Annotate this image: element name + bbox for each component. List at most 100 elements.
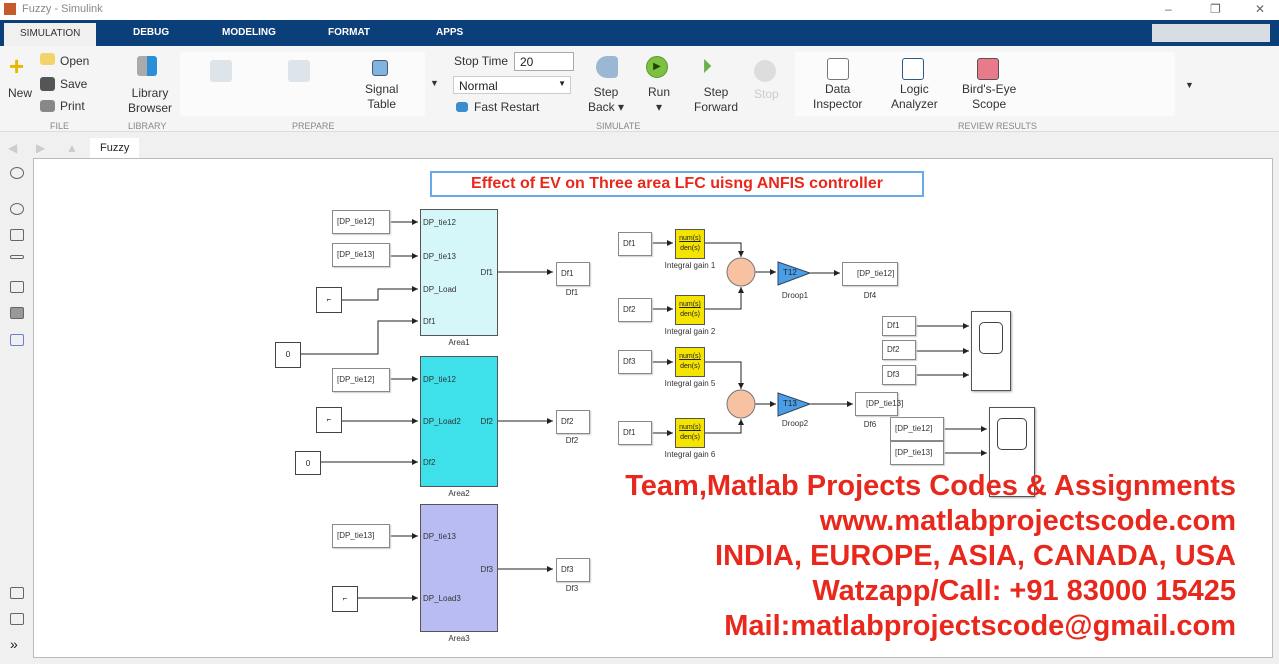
sum-block-1 [726,257,756,287]
add-generator-icon[interactable] [288,60,310,82]
print-icon [40,100,55,112]
fit-to-view-icon[interactable] [10,229,24,241]
fast-restart-button[interactable]: Fast Restart [474,100,540,114]
tab-modeling[interactable]: MODELING [222,27,276,38]
expand-icon[interactable]: » [10,636,18,652]
port-label: DP_Load3 [423,594,461,603]
from-dp-tie13[interactable]: [DP_tie13] [890,441,944,465]
constant-block[interactable]: 0 [295,451,321,475]
run-button[interactable]: Run▾ [648,85,671,114]
image-icon[interactable] [10,307,24,319]
up-icon[interactable]: ▲ [66,141,78,155]
window-title: Fuzzy - Simulink [22,3,103,15]
simulink-logo-icon [4,3,16,15]
stop-button[interactable]: Stop [754,87,779,101]
transfer-fcn-1[interactable]: num(s)den(s) [675,229,705,259]
from-dp-tie12[interactable]: [DP_tie12] [332,210,390,234]
transfer-fcn-5[interactable]: num(s)den(s) [675,347,705,377]
goto-dp-tie13[interactable]: [DP_tie13] [855,392,903,416]
area1-subsystem[interactable]: DP_tie12 DP_tie13 DP_Load Df1 Df1 [420,209,498,336]
review-expand-icon[interactable]: ▼ [1185,80,1194,90]
tf-den: den(s) [680,434,700,441]
from-dp-tie12[interactable]: [DP_tie12] [890,417,944,441]
run-label: Run [648,85,671,99]
stop-time-input[interactable]: 20 [514,52,574,71]
from-df2[interactable]: Df2 [882,340,916,360]
step-block[interactable]: ⌐ [316,407,342,433]
from-dp-tie13[interactable]: [DP_tie13] [332,524,390,548]
watermark-line: Mail:matlabprojectscode@gmail.com [724,610,1236,642]
constant-block[interactable]: 0 [275,342,301,368]
from-df3[interactable]: Df3 [882,365,916,385]
add-viewer-icon[interactable] [210,60,232,82]
prepare-expand-icon[interactable]: ▼ [430,78,439,88]
from-dp-tie13[interactable]: [DP_tie13] [332,243,390,267]
model-browser-icon[interactable] [10,613,24,625]
goto-df2[interactable]: Df2 [556,410,590,434]
goto-df1[interactable]: Df1 [556,262,590,286]
area-icon[interactable] [10,334,24,346]
new-icon: + [9,51,25,81]
from-df3[interactable]: Df3 [618,350,652,374]
step-block[interactable]: ⌐ [316,287,342,313]
droop1-gain [777,261,812,286]
scope-1[interactable] [971,311,1011,391]
screenshot-icon[interactable] [10,587,24,599]
droop2-label: Droop2 [781,419,809,428]
area2-subsystem[interactable]: DP_tie12 DP_Load2 Df2 Df2 [420,356,498,487]
simulation-mode-select[interactable]: Normal▼ [453,76,571,94]
tab-apps[interactable]: APPS [436,27,464,38]
from-dp-tie12[interactable]: [DP_tie12] [332,368,390,392]
library-label-1: Library [131,86,169,100]
goto-df3[interactable]: Df3 [556,558,590,582]
new-button[interactable]: New [8,86,33,100]
droop1-value: T12 [783,268,797,277]
maximize-button[interactable]: ❐ [1210,2,1221,16]
minimize-button[interactable]: – [1165,2,1172,16]
transfer-fcn-2[interactable]: num(s)den(s) [675,295,705,325]
scope-2[interactable] [989,407,1035,497]
tf-den: den(s) [680,311,700,318]
di-label-1: Data [825,82,851,96]
back-icon[interactable]: ◀ [8,141,18,155]
diagram-title[interactable]: Effect of EV on Three area LFC uisng ANF… [430,171,924,197]
arrow-icon[interactable] [10,255,24,259]
tab-simulation[interactable]: SIMULATION [4,23,97,46]
hide-show-explorer-icon[interactable] [10,167,24,179]
watermark-line: Team,Matlab Projects Codes & Assignments [625,470,1236,502]
model-canvas[interactable] [33,158,1273,658]
step-back-icon [596,56,618,78]
quick-access-toolbar[interactable] [1152,24,1270,42]
breadcrumb-fuzzy[interactable]: Fuzzy [90,138,140,158]
annotation-icon[interactable] [10,281,24,293]
port-label: Df1 [480,268,493,277]
from-df1[interactable]: Df1 [618,421,652,445]
goto-dp-tie12[interactable]: [DP_tie12] [842,262,898,286]
tab-format[interactable]: FORMAT [328,27,371,38]
gain-label: Integral gain 5 [664,379,716,388]
from-df1[interactable]: Df1 [882,316,916,336]
forward-icon[interactable]: ▶ [36,141,46,155]
zoom-in-icon[interactable] [10,203,24,215]
watermark-line: Watzapp/Call: +91 83000 15425 [812,575,1236,607]
from-df1[interactable]: Df1 [618,232,652,256]
open-button[interactable]: Open [60,54,90,68]
signal-label-2: Table [367,97,397,111]
area3-subsystem[interactable]: DP_tie13 DP_Load3 Df3 [420,504,498,632]
save-button[interactable]: Save [60,77,88,91]
close-button[interactable]: ✕ [1255,2,1266,16]
fast-restart-icon [456,102,468,112]
tab-debug[interactable]: DEBUG [133,27,170,38]
from-df2[interactable]: Df2 [618,298,652,322]
step-block[interactable]: ⌐ [332,586,358,612]
transfer-fcn-6[interactable]: num(s)den(s) [675,418,705,448]
step-back-label-1: Step [593,85,619,99]
print-button[interactable]: Print [60,99,85,113]
